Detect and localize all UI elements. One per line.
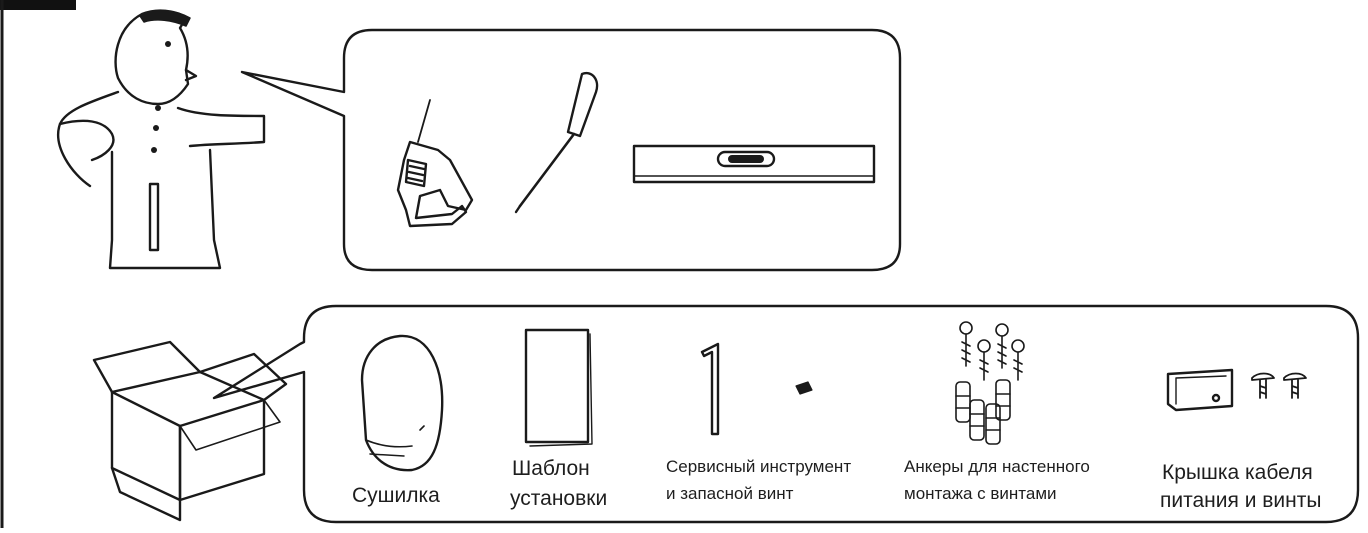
drill-icon	[396, 99, 474, 228]
anchors-screws-icon	[955, 321, 1025, 445]
label-service-line2: и запасной винт	[666, 484, 794, 503]
open-box-icon	[92, 340, 288, 522]
cable-cover-icon	[1166, 368, 1234, 412]
hex-key-icon	[700, 342, 720, 436]
screwdriver-icon	[514, 71, 599, 214]
label-anchors-line2: монтажа с винтами	[904, 484, 1057, 503]
spirit-level-icon	[632, 144, 876, 184]
label-cover-line1: Крышка кабеля	[1162, 461, 1313, 484]
dryer-icon	[360, 334, 444, 472]
template-icon	[524, 328, 593, 447]
tools-bubble	[240, 28, 902, 272]
cover-screws-icon	[1251, 372, 1307, 399]
label-service-line1: Сервисный инструмент	[666, 457, 852, 476]
label-template-line2: установки	[510, 487, 608, 510]
label-template-line1: Шаблон	[512, 457, 590, 480]
step-marker	[0, 0, 76, 10]
installer-figure	[57, 9, 266, 270]
label-dryer: Сушилка	[352, 484, 440, 507]
contents-bubble	[212, 304, 1360, 524]
label-cover-line2: питания и винты	[1160, 489, 1322, 512]
label-anchors-line1: Анкеры для настенного	[904, 457, 1090, 476]
spare-screw-icon	[795, 381, 813, 395]
